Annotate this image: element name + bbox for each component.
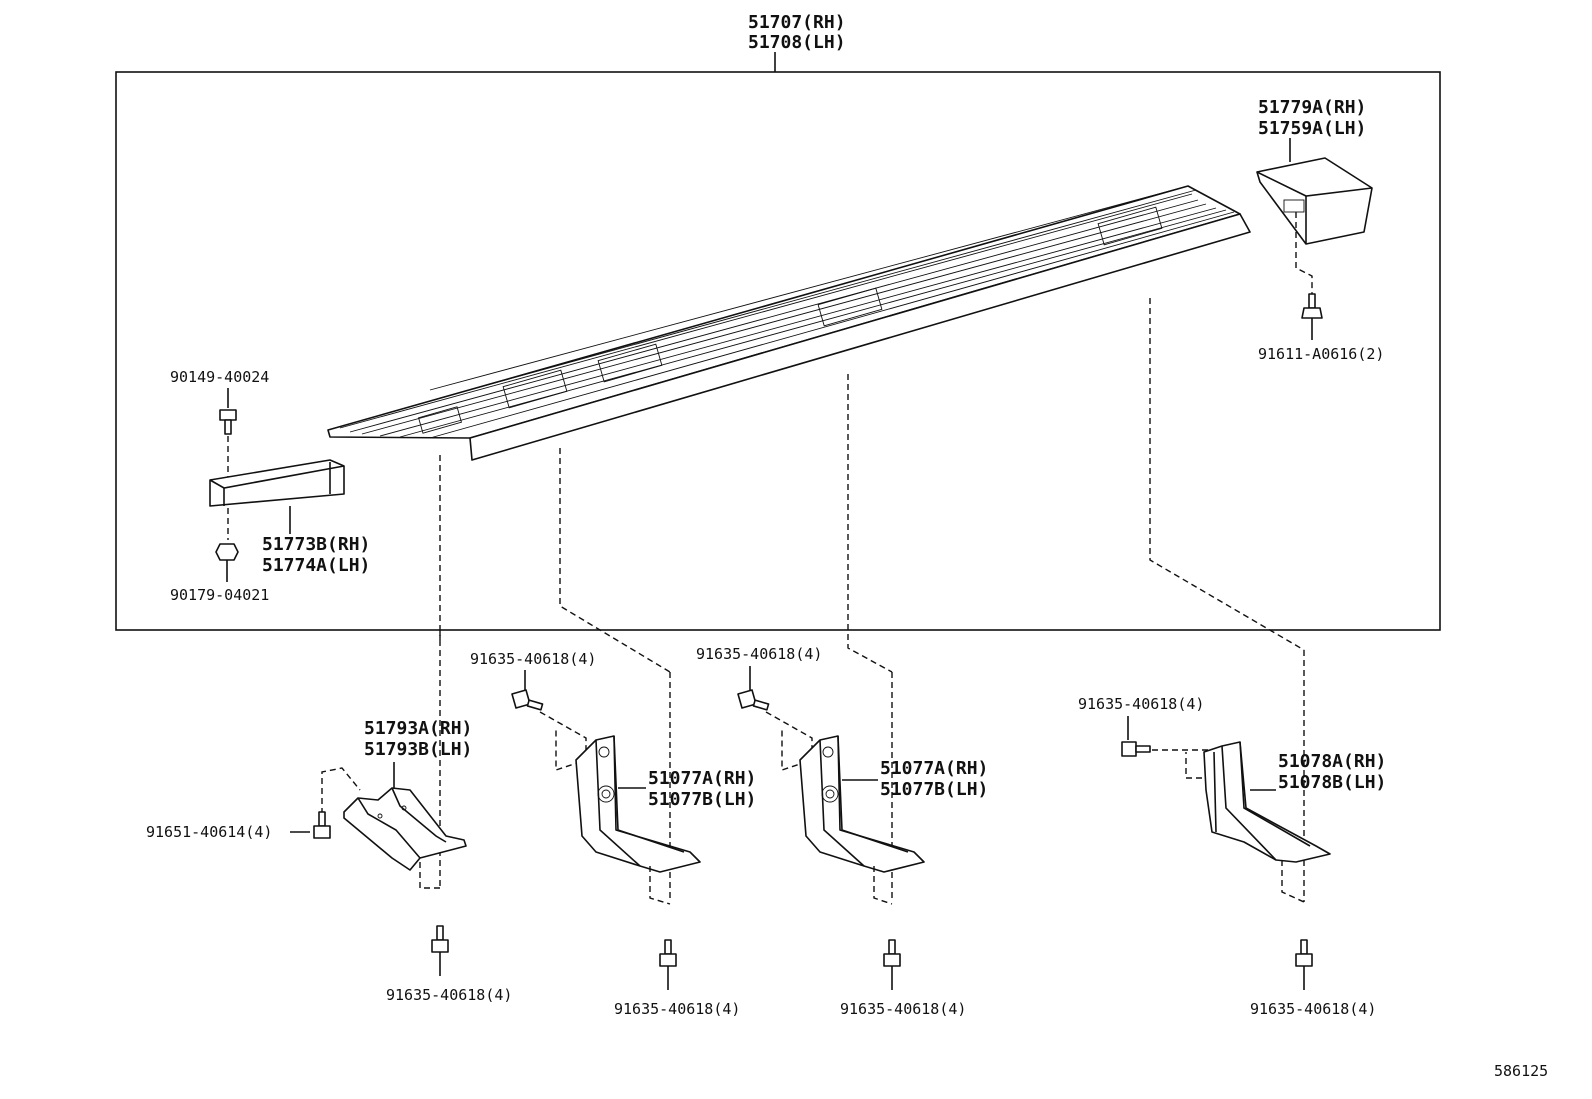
- nut-icon: [215, 543, 239, 561]
- label-bracket4-lh: 51078B(LH): [1278, 772, 1386, 793]
- bracket-2: [575, 735, 701, 873]
- label-front-screw: 90149-40024: [170, 368, 269, 386]
- label-bracket3-bottom-bolt: 91635-40618(4): [840, 1000, 966, 1018]
- label-bracket4-bottom-bolt: 91635-40618(4): [1250, 1000, 1376, 1018]
- label-board-rh: 51707(RH): [748, 12, 846, 33]
- bolt-icon: [1121, 741, 1151, 757]
- bracket-3: [799, 735, 925, 873]
- bracket-4: [1203, 741, 1331, 863]
- label-bracket3-top-bolt: 91635-40618(4): [696, 645, 822, 663]
- label-bracket1-lh: 51793B(LH): [364, 739, 472, 760]
- label-bracket1-bottom-bolt: 91635-40618(4): [386, 986, 512, 1004]
- label-bracket3-rh: 51077A(RH): [880, 758, 988, 779]
- label-bracket4-top-bolt: 91635-40618(4): [1078, 695, 1204, 713]
- front-end-cap: [209, 459, 345, 507]
- label-bracket2-rh: 51077A(RH): [648, 768, 756, 789]
- label-bracket4-rh: 51078A(RH): [1278, 751, 1386, 772]
- bolt-icon: [737, 689, 770, 711]
- label-rear-cap-lh: 51759A(LH): [1258, 118, 1366, 139]
- label-rear-cap-screw: 91611-A0616(2): [1258, 345, 1384, 363]
- bracket-1: [343, 787, 467, 871]
- bolt-icon: [1295, 939, 1313, 967]
- screw-icon: [219, 409, 237, 435]
- label-front-cap-lh: 51774A(LH): [262, 555, 370, 576]
- label-bracket2-bottom-bolt: 91635-40618(4): [614, 1000, 740, 1018]
- bolt-icon: [431, 925, 449, 953]
- label-front-cap-rh: 51773B(RH): [262, 534, 370, 555]
- screw-icon: [1301, 293, 1323, 319]
- bolt-icon: [883, 939, 901, 967]
- rear-end-cap: [1256, 157, 1373, 300]
- label-bracket1-bolt: 91651-40614(4): [146, 823, 272, 841]
- label-rear-cap-rh: 51779A(RH): [1258, 97, 1366, 118]
- label-bracket2-top-bolt: 91635-40618(4): [470, 650, 596, 668]
- bolt-icon: [313, 811, 331, 839]
- bolt-icon: [511, 689, 544, 711]
- assembly-frame: [115, 71, 1441, 631]
- label-bracket1-rh: 51793A(RH): [364, 718, 472, 739]
- label-bracket2-lh: 51077B(LH): [648, 789, 756, 810]
- label-bracket3-lh: 51077B(LH): [880, 779, 988, 800]
- label-board-lh: 51708(LH): [748, 32, 846, 53]
- label-front-nut: 90179-04021: [170, 586, 269, 604]
- bolt-icon: [659, 939, 677, 967]
- diagram-id: 586125: [1494, 1062, 1548, 1080]
- running-board: [327, 185, 1305, 673]
